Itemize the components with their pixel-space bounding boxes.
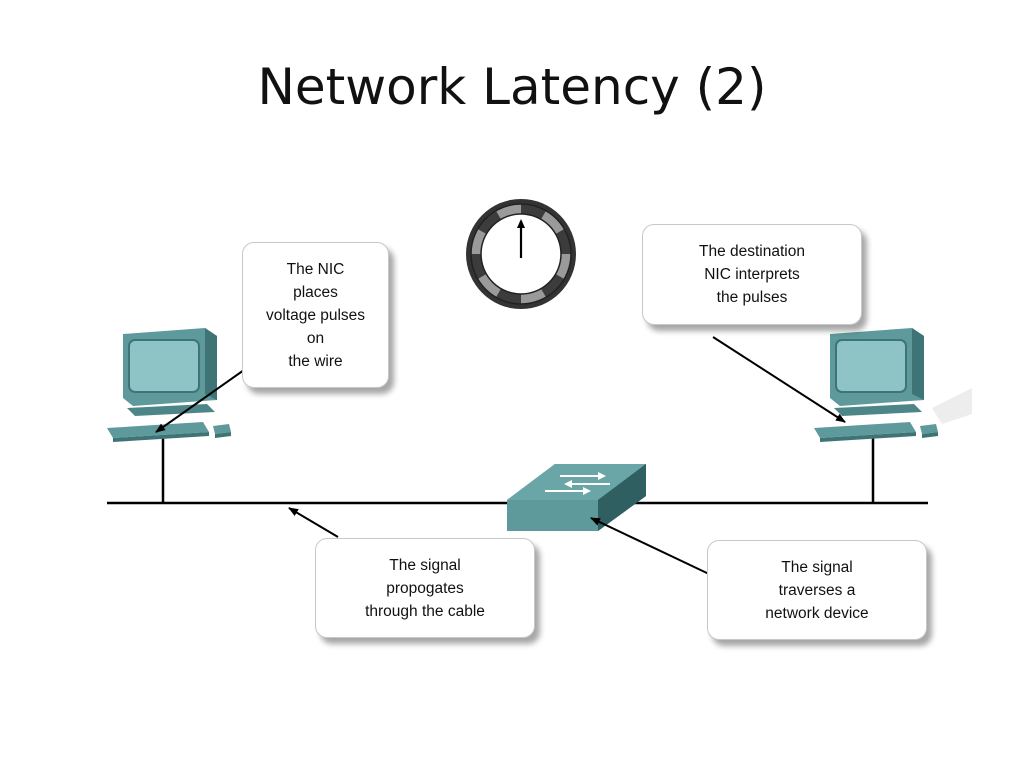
callout-line: propogates [386, 579, 464, 597]
callout-line: on [306, 329, 325, 347]
callout-line: the pulses [716, 289, 788, 306]
callout-line: voltage pulses [265, 306, 366, 324]
callout-nic-places: The NIC places voltage pulses on the wir… [242, 242, 389, 388]
slide-title: Network Latency (2) [257, 58, 767, 116]
switch-icon [507, 464, 646, 531]
callout-line: The destination [699, 243, 805, 260]
callout-line: traverses a [778, 581, 856, 599]
callout-line: The signal [389, 556, 461, 574]
callout-line: places [293, 283, 338, 301]
callout-line: The NIC [286, 260, 345, 278]
callout-propagates: The signal propogates through the cable [315, 538, 535, 638]
callout-line: the wire [288, 352, 343, 370]
callout-arrows [155, 336, 846, 575]
arrow-to-left-nic [155, 369, 245, 433]
computer-icon [107, 328, 231, 442]
arrow-to-cable [288, 507, 339, 538]
arrow-to-right-nic [712, 336, 846, 423]
callout-destination: The destination NIC interprets the pulse… [642, 224, 862, 325]
callout-traverses: The signal traverses a network device [707, 540, 927, 640]
callout-line: The signal [781, 558, 853, 576]
callout-line: through the cable [365, 602, 485, 620]
arrow-to-switch [590, 517, 710, 575]
computer-icon [814, 328, 972, 442]
callout-line: NIC interprets [704, 266, 800, 283]
callout-line: network device [765, 604, 869, 622]
clock-icon [466, 199, 576, 309]
